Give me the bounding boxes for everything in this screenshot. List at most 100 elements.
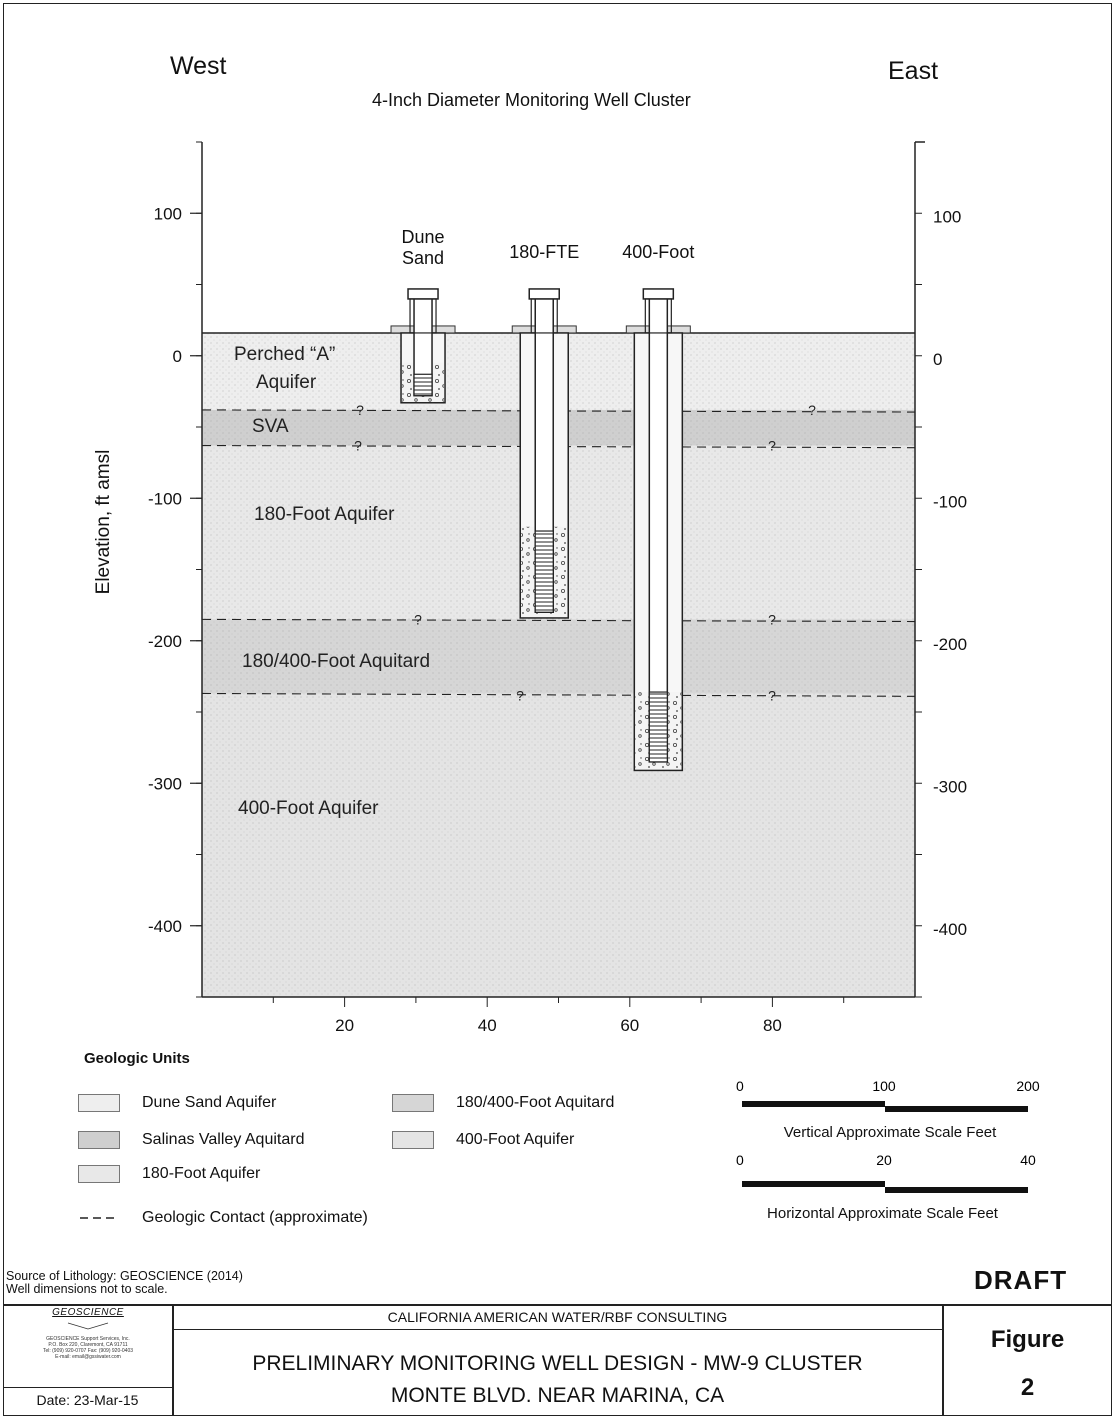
right-axis-tick-label: -100 [933, 492, 967, 511]
source-note: Source of Lithology: GEOSCIENCE (2014) [6, 1269, 243, 1283]
legend-swatch-400-foot-aquifer [392, 1131, 434, 1149]
well-protective-casing [530, 298, 558, 334]
horizontal-scale-tick-1: 20 [876, 1152, 892, 1168]
title-block-divider-left [172, 1304, 174, 1416]
legend-item-salinas-valley-aquitard: Salinas Valley Aquitard [78, 1131, 304, 1149]
scale-bars: 0 100 200 0 20 40 [736, 1078, 1040, 1193]
logo-line: P.O. Box 220, Claremont, CA 91711 [48, 1342, 128, 1348]
west-label: West [170, 52, 227, 80]
contact-question-mark: ? [516, 687, 524, 703]
title-block-date-line [3, 1387, 172, 1388]
project-title-line1: PRELIMINARY MONITORING WELL DESIGN - MW-… [252, 1352, 863, 1375]
unit-label: 180-Foot Aquifer [254, 504, 395, 525]
unit-texture [202, 619, 915, 694]
x-axis-tick-label: 80 [763, 1016, 782, 1035]
drawing-frame [3, 3, 1112, 1416]
logo-chevron-icon [67, 1322, 109, 1330]
figure-number: 2 [1020, 1374, 1035, 1401]
x-axis-tick-label: 60 [620, 1016, 639, 1035]
logo-line: E-mail: email@gssiwater.com [55, 1354, 121, 1360]
legend-swatch-dune-sand [78, 1094, 120, 1112]
diagram-title: 4-Inch Diameter Monitoring Well Cluster [372, 90, 691, 110]
draft-stamp: DRAFT [974, 1265, 1068, 1295]
vertical-scale-bar-left [742, 1101, 885, 1107]
well-protective-casing [644, 298, 672, 334]
legend-swatch-180-foot-aquifer [78, 1165, 120, 1183]
x-axis-tick-label: 40 [478, 1016, 497, 1035]
right-axis-tick-label: 100 [933, 207, 961, 226]
horizontal-scale-tick-2: 40 [1020, 1152, 1036, 1168]
well-cap [642, 288, 675, 300]
x-axis-tick-label: 20 [335, 1016, 354, 1035]
well-screen [534, 530, 554, 613]
logo-line: GEOSCIENCE Support Services, Inc. [46, 1336, 130, 1342]
legend-item-geologic-contact: Geologic Contact (approximate) [78, 1209, 368, 1227]
vertical-scale-tick-1: 100 [872, 1078, 896, 1094]
unit-label: 400-Foot Aquifer [238, 798, 379, 819]
contact-question-mark: ? [768, 611, 776, 627]
vertical-scale-tick-2: 200 [1016, 1078, 1040, 1094]
left-axis-tick-label: -100 [148, 489, 182, 508]
contact-question-mark: ? [354, 438, 362, 454]
figure-label: Figure [990, 1326, 1065, 1353]
legend-item-400-foot-aquifer: 400-Foot Aquifer [392, 1131, 574, 1149]
well-protective-casing [409, 298, 437, 334]
left-axis-tick-label: 100 [154, 204, 182, 223]
well-cap [407, 288, 439, 300]
right-axis-tick-label: -400 [933, 920, 967, 939]
title-block-top-line [3, 1304, 1112, 1306]
well-cap [528, 288, 560, 300]
legend-item-dune-sand: Dune Sand Aquifer [78, 1094, 276, 1112]
scale-note: Well dimensions not to scale. [6, 1282, 168, 1296]
vertical-scale-tick-0: 0 [736, 1078, 744, 1094]
unit-label: Perched “A” [234, 344, 335, 365]
unit-label: SVA [252, 416, 289, 437]
legend-title: Geologic Units [84, 1050, 190, 1067]
legend-item-180-foot-aquifer: 180-Foot Aquifer [78, 1165, 260, 1183]
east-label: East [888, 57, 939, 85]
legend-swatch-180-400-aquitard [392, 1094, 434, 1112]
unit-texture [202, 693, 915, 997]
contact-question-mark: ? [768, 687, 776, 703]
date-label: Date: 23-Mar-15 [36, 1392, 139, 1408]
well-name: 180-FTE [509, 242, 579, 262]
well-name: 400-Foot [622, 242, 694, 262]
left-axis-tick-label: -200 [148, 632, 182, 651]
legend-swatch-salinas-valley-aquitard [78, 1131, 120, 1149]
legend-label: 400-Foot Aquifer [456, 1131, 575, 1148]
contact-question-mark: ? [356, 402, 364, 418]
horizontal-scale-label: Horizontal Approximate Scale Feet [767, 1205, 998, 1222]
unit-label: 180/400-Foot Aquitard [242, 651, 430, 672]
dashed-line-icon [80, 1217, 118, 1219]
legend-label: Geologic Contact (approximate) [142, 1209, 368, 1226]
title-block-client-line [173, 1329, 942, 1330]
horizontal-scale-bar-right [885, 1187, 1028, 1193]
vertical-scale-label: Vertical Approximate Scale Feet [783, 1124, 997, 1141]
contact-question-mark: ? [808, 402, 816, 418]
project-title-line2: MONTE BLVD. NEAR MARINA, CA [390, 1384, 725, 1407]
legend-label: 180/400-Foot Aquitard [456, 1094, 615, 1111]
well-name: Dune [402, 227, 445, 247]
left-axis-tick-label: -300 [148, 774, 182, 793]
right-axis-tick-label: -300 [933, 777, 967, 796]
well-screen [413, 373, 433, 397]
right-axis-tick-label: 0 [933, 350, 942, 369]
horizontal-scale-tick-0: 0 [736, 1152, 744, 1168]
title-block-divider-right [942, 1304, 944, 1416]
left-axis-tick-label: 0 [173, 347, 182, 366]
well-name: Sand [402, 248, 444, 268]
geoscience-logo: GEOSCIENCE GEOSCIENCE Support Services, … [10, 1307, 166, 1360]
right-axis-tick-label: -200 [933, 635, 967, 654]
well-screen [648, 691, 668, 763]
legend-label: 180-Foot Aquifer [142, 1165, 261, 1182]
left-axis-tick-label: -400 [148, 917, 182, 936]
vertical-scale-bar-right [885, 1106, 1028, 1112]
contact-question-mark: ? [768, 438, 776, 454]
client-name: CALIFORNIA AMERICAN WATER/RBF CONSULTING [387, 1309, 728, 1325]
unit-label: Aquifer [256, 372, 317, 393]
logo-name: GEOSCIENCE [52, 1307, 124, 1318]
legend-label: Salinas Valley Aquitard [142, 1131, 305, 1148]
logo-line: Tel: (909) 920-0707 Fax: (909) 920-0403 [42, 1348, 134, 1354]
horizontal-scale-bar-left [742, 1181, 885, 1187]
